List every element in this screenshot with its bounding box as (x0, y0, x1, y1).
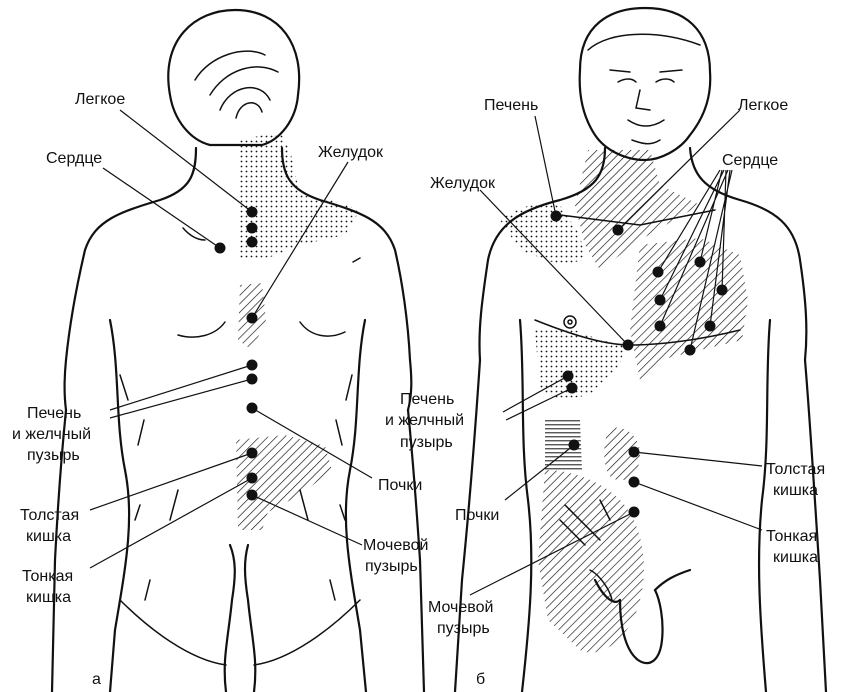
zone-b-lower-hatched (538, 470, 644, 653)
zone-b-stomach-dotted (535, 330, 625, 400)
label-a-small-1: Тонкая (22, 568, 73, 585)
label-a-small-2: кишка (26, 589, 71, 606)
figure-a-back-view: Легкое Сердце Желудок Печень и желчный п… (12, 10, 428, 692)
label-b-liver: Печень (484, 97, 538, 114)
label-b-heart: Сердце (722, 152, 778, 169)
label-b-liver-1: Печень (400, 391, 454, 408)
label-a-lung: Легкое (75, 91, 125, 108)
label-a-colon-2: кишка (26, 528, 71, 545)
label-b-lung: Легкое (738, 97, 788, 114)
label-b-colon-1: Толстая (766, 461, 825, 478)
label-b-stomach: Желудок (430, 175, 496, 192)
label-a-liver-3: пузырь (27, 447, 80, 464)
label-a-heart: Сердце (46, 150, 102, 167)
label-a-stomach: Желудок (318, 144, 384, 161)
label-a-colon-1: Толстая (20, 507, 79, 524)
panel-label-a: а (92, 671, 101, 688)
label-b-kidneys: Почки (455, 507, 499, 524)
label-b-bladder-2: пузырь (437, 620, 490, 637)
label-a-liver-1: Печень (27, 405, 81, 422)
label-b-liver-2: и желчный (385, 412, 464, 429)
label-a-liver-2: и желчный (12, 426, 91, 443)
label-b-small-1: Тонкая (766, 528, 817, 545)
panel-label-b: б (476, 671, 485, 688)
label-b-colon-2: кишка (773, 482, 818, 499)
label-a-bladder-1: Мочевой (363, 537, 428, 554)
label-a-bladder-2: пузырь (365, 558, 418, 575)
label-a-kidneys: Почки (378, 477, 422, 494)
figure-b-front-view: Печень Легкое Сердце Желудок Печень и же… (385, 8, 826, 692)
label-b-bladder-1: Мочевой (428, 599, 493, 616)
label-b-small-2: кишка (773, 549, 818, 566)
label-b-liver-3: пузырь (400, 434, 453, 451)
